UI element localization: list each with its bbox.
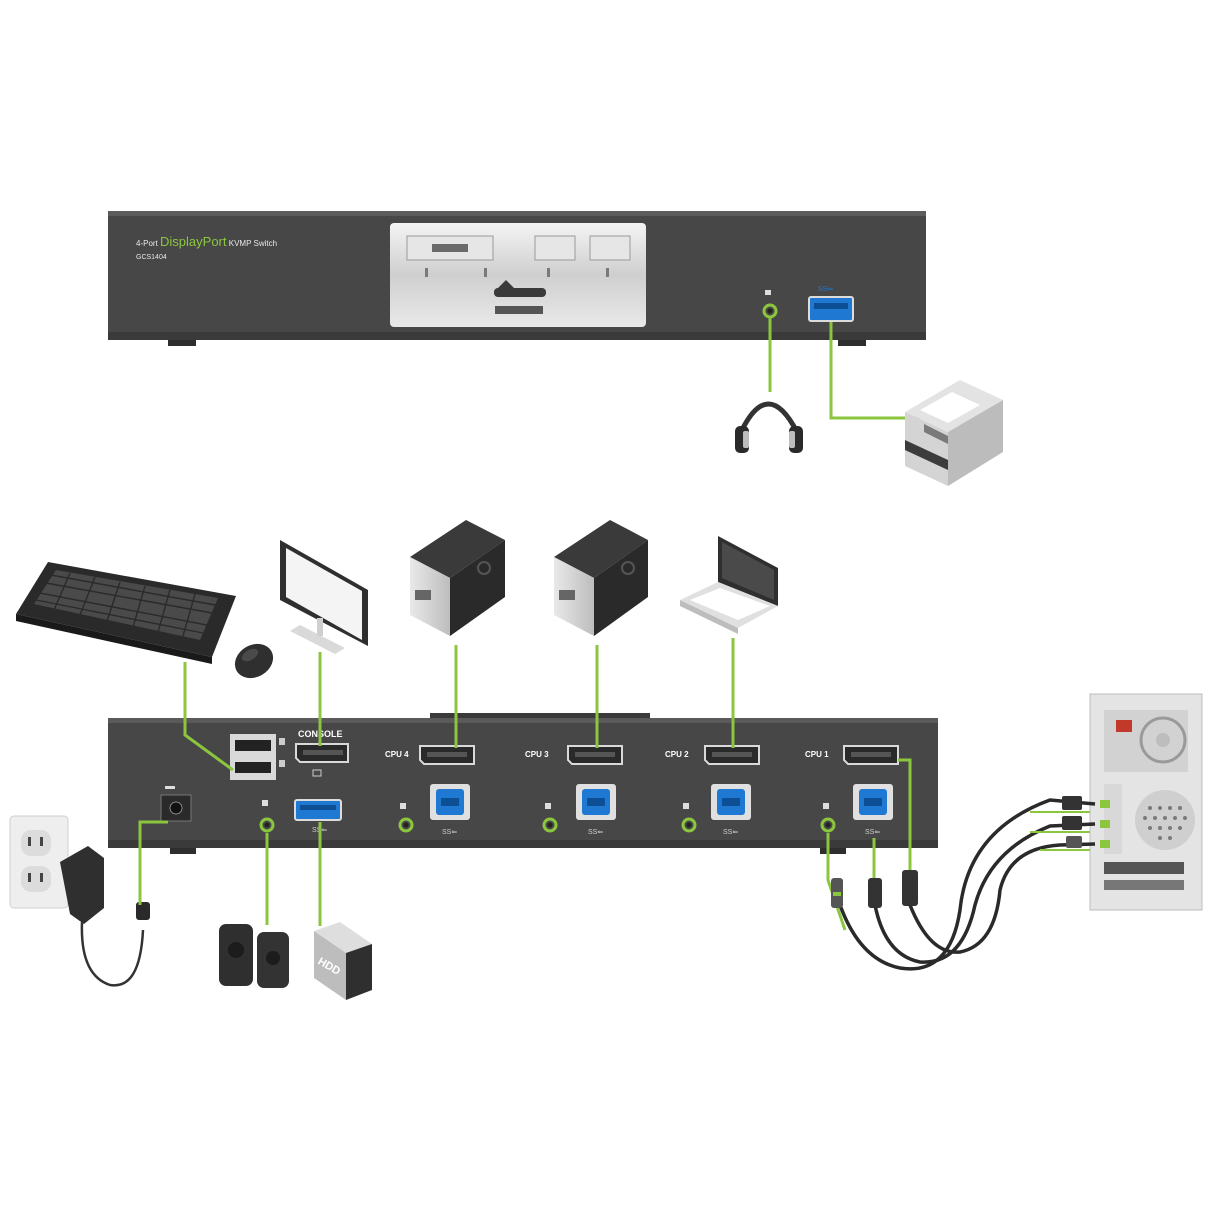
cpu-4-usb3-port[interactable] [430, 784, 470, 820]
power-adapter-icon [60, 846, 150, 987]
console-audio-port[interactable] [259, 800, 275, 833]
cpu-port-group-1: CPU 1 SS⇐ [805, 745, 899, 836]
cpu-2-label: CPU 2 [665, 750, 689, 759]
front-brand-prefix: 4-Port [136, 239, 159, 248]
keyboard-icon [16, 562, 236, 664]
cpu-1-usb3-port[interactable] [853, 784, 893, 820]
top-cables [183, 638, 912, 870]
console-displayport[interactable] [295, 743, 349, 777]
monitor-icon [280, 540, 368, 654]
cpu-1-displayport[interactable] [843, 745, 899, 765]
speakers-icon [219, 924, 289, 988]
headphone-small-icon [765, 290, 771, 295]
computer-rear-icon [1089, 693, 1203, 911]
cpu-1-usb-label: SS⇐ [865, 829, 880, 836]
cpu-2-audio-port[interactable] [681, 803, 697, 833]
front-button-panel [390, 223, 646, 327]
printer-icon [905, 380, 1003, 486]
laptop-icon [680, 536, 778, 634]
front-cables [768, 317, 920, 420]
cable-bundle-icon [831, 796, 1096, 971]
cpu-4-displayport[interactable] [419, 745, 475, 765]
desktop-computer-icon-cpu3 [554, 520, 648, 636]
cpu-4-usb-label: SS⇐ [442, 829, 457, 836]
svg-text:4-Port DisplayPort: 4-Port DisplayPort KVMP Switch [136, 234, 277, 249]
cpu-1-audio-port[interactable] [820, 803, 836, 833]
usb-drive-icon: HDD [314, 922, 372, 1000]
cpu-1-label: CPU 1 [805, 750, 829, 759]
power-jack-port[interactable] [160, 786, 192, 822]
bottom-cables [138, 820, 876, 931]
port-led-indicators [425, 268, 609, 277]
cpu-3-usb-label: SS⇐ [588, 829, 603, 836]
front-center-logo [494, 280, 546, 314]
front-brand-suffix: KVMP Switch [229, 239, 277, 248]
cpu-2-usb3-port[interactable] [711, 784, 751, 820]
front-brand-highlight: DisplayPort [160, 234, 227, 249]
cpu-port-group-3: CPU 3 SS⇐ [525, 745, 623, 836]
desktop-computer-icon-cpu4 [410, 520, 505, 636]
cpu-3-usb3-port[interactable] [576, 784, 616, 820]
wall-outlet-icon [9, 815, 69, 909]
cpu-port-group-4: CPU 4 SS⇐ [385, 745, 475, 836]
front-usb-label: SS⇐ [818, 286, 833, 293]
port-selection-button-4[interactable] [589, 235, 631, 261]
port-selection-button-1[interactable] [406, 235, 494, 261]
front-model-label: GCS1404 [136, 254, 167, 261]
computer-rear-ports [1100, 800, 1110, 848]
cpu-2-displayport[interactable] [704, 745, 760, 765]
cpu-2-usb-label: SS⇐ [723, 829, 738, 836]
cable-connectors-kvm-side [831, 870, 918, 908]
cpu-3-audio-port[interactable] [542, 803, 558, 833]
cpu-4-audio-port[interactable] [398, 803, 414, 833]
cpu-3-displayport[interactable] [567, 745, 623, 765]
cpu-4-label: CPU 4 [385, 750, 409, 759]
console-usb-keyboard-mouse-ports[interactable] [230, 734, 285, 780]
console-usb3-port[interactable] [294, 799, 342, 821]
cpu-3-label: CPU 3 [525, 750, 549, 759]
cpu-port-group-2: CPU 2 SS⇐ [665, 745, 760, 836]
mouse-icon [234, 643, 274, 679]
rear-panel: CONSOLE SS⇐ CPU 4 [108, 713, 938, 854]
cable-connectors-pc-side [1062, 796, 1082, 848]
front-panel: 4-Port DisplayPort KVMP Switch GCS1404 [108, 211, 926, 346]
front-usb3-port[interactable] [808, 296, 854, 322]
headphones-icon [735, 401, 803, 453]
port-selection-button-3[interactable] [534, 235, 576, 261]
